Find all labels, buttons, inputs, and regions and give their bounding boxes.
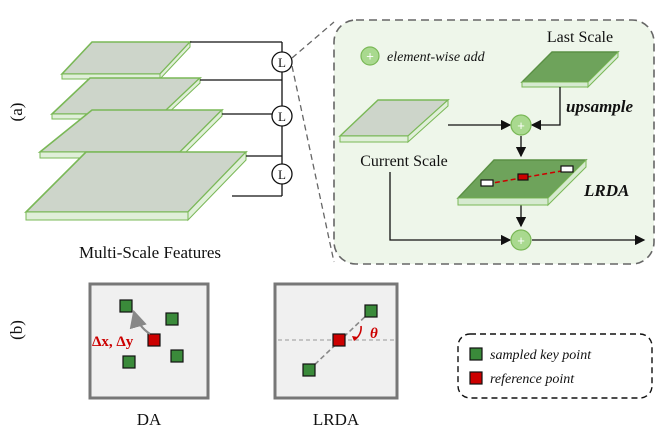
current-scale-label: Current Scale: [360, 153, 448, 170]
lrda-plane-key-point-left: [480, 179, 494, 187]
lrda-plane: [456, 158, 588, 207]
feature-plane-2: [49, 76, 203, 121]
feature-plane-1: [60, 40, 192, 81]
theta-label: θ: [370, 326, 378, 342]
feature-plane-4: [24, 150, 248, 222]
svg-text:L: L: [278, 109, 286, 124]
element-wise-add-text: element-wise add: [387, 50, 486, 65]
da-key-point-3: [170, 349, 184, 363]
legend-ref-point-swatch: [469, 371, 483, 385]
legend-box: sampled key point reference point: [457, 333, 653, 399]
da-offset-arrow: [129, 309, 151, 335]
l-node-2: L: [271, 105, 293, 127]
da-key-point-1: [119, 299, 133, 313]
zoom-line-top: [291, 21, 335, 59]
svg-text:+: +: [517, 118, 525, 133]
zoom-line-bottom: [291, 65, 335, 263]
lrda-reference-point: [332, 333, 346, 347]
legend-key-point-text: sampled key point: [490, 348, 592, 363]
svg-text:L: L: [278, 167, 286, 182]
svg-text:L: L: [278, 55, 286, 70]
lrda-plane-ref-point: [517, 173, 529, 181]
last-scale-plane: [520, 50, 620, 89]
delta-label: Δx, Δy: [92, 334, 134, 350]
lrda-label: LRDA: [583, 181, 629, 200]
l-node-3: L: [271, 163, 293, 185]
lrda-plane-key-point-right: [560, 165, 574, 173]
lrda-key-point-1: [302, 363, 316, 377]
lrda-caption: LRDA: [313, 410, 360, 429]
part-a-label: (a): [7, 103, 26, 122]
lrda-key-point-2: [364, 304, 378, 318]
current-scale-plane: [338, 98, 450, 144]
upsample-label: upsample: [566, 97, 634, 116]
svg-text:+: +: [366, 49, 374, 64]
multi-scale-caption: Multi-Scale Features: [79, 243, 221, 262]
da-key-point-4: [122, 355, 136, 369]
flow-arrows: [389, 87, 646, 246]
add-node-2: +: [510, 229, 532, 251]
legend-ref-point-text: reference point: [490, 372, 575, 387]
legend-key-point-swatch: [469, 347, 483, 361]
da-key-point-2: [165, 312, 179, 326]
da-caption: DA: [137, 410, 162, 429]
element-wise-add-legend: + element-wise add: [360, 46, 486, 66]
da-box: Δx, Δy: [88, 282, 210, 400]
add-node-1: +: [510, 114, 532, 136]
part-b-label: (b): [7, 320, 26, 340]
last-scale-label: Last Scale: [547, 29, 613, 46]
l-node-1: L: [271, 51, 293, 73]
svg-text:+: +: [517, 233, 525, 248]
lrda-box: θ: [273, 282, 399, 400]
add-icon: [360, 46, 380, 66]
da-reference-point: [147, 333, 161, 347]
